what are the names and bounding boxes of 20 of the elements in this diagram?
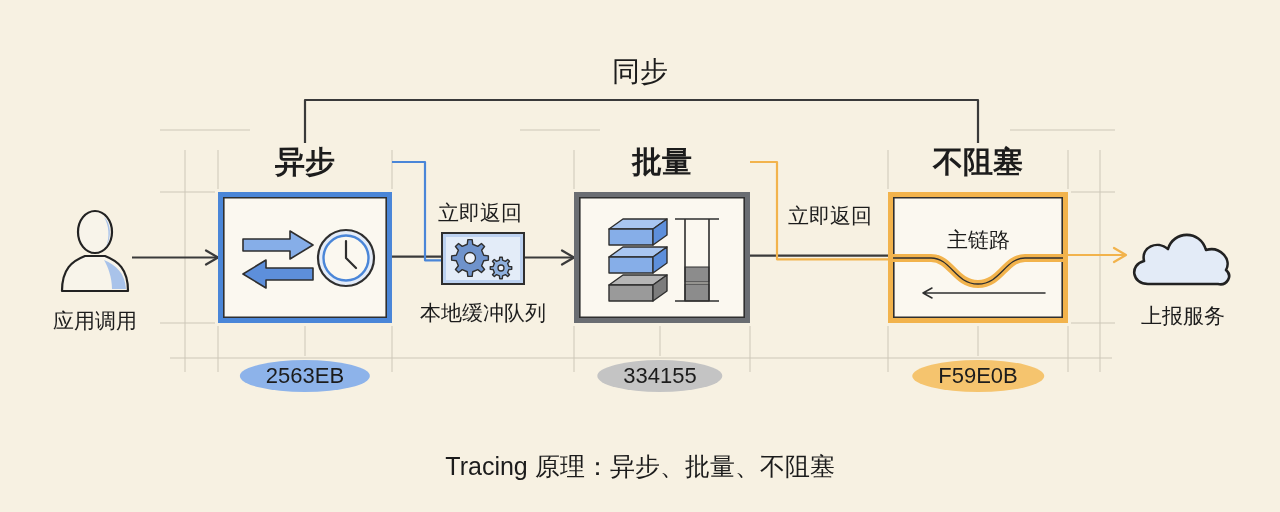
color-code-label: 2563EB <box>239 360 371 392</box>
arrow <box>525 249 576 266</box>
box-heading: 不阻塞 <box>933 144 1023 180</box>
box-heading: 异步 <box>275 144 335 180</box>
box-text: 主链路 <box>946 228 1010 252</box>
connector-line <box>392 160 441 262</box>
connector-line <box>392 255 441 258</box>
node-caption: 本地缓冲队列 <box>420 300 546 326</box>
buffer-box <box>441 232 525 285</box>
arrow <box>132 249 220 266</box>
node-caption: 应用调用 <box>53 308 137 334</box>
node-caption: 上报服务 <box>1141 303 1225 329</box>
caption: Tracing 原理：异步、批量、不阻塞 <box>445 451 835 481</box>
connector-line <box>750 160 888 261</box>
connector-line <box>750 254 888 257</box>
arrow <box>1068 246 1128 264</box>
color-code-label: 334155 <box>597 360 723 392</box>
connector-line <box>303 98 980 143</box>
color-code-label: F59E0B <box>912 360 1044 392</box>
box-heading: 批量 <box>632 144 692 180</box>
